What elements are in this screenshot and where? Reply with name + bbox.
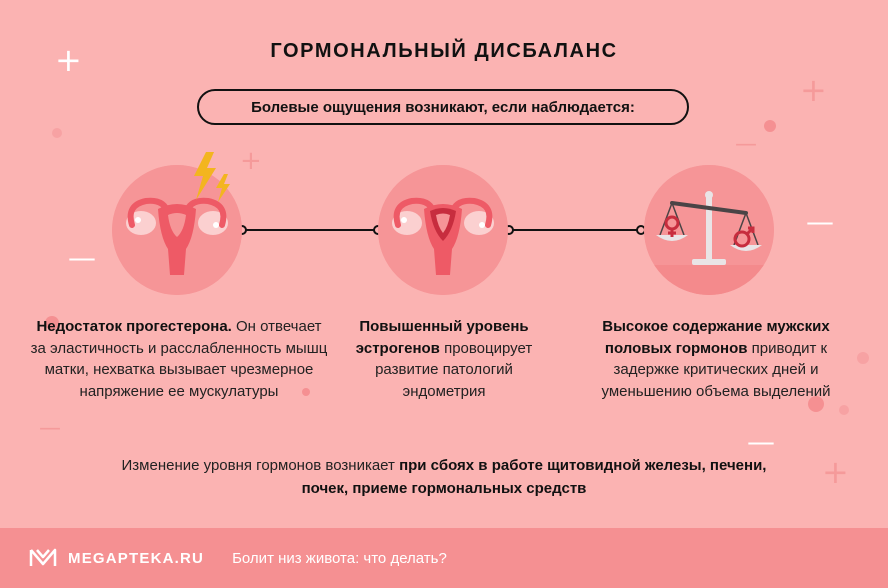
subtitle-text: Болевые ощущения возникают, если наблюда… [251, 98, 635, 116]
cause-bold: Высокое содержание мужских половых гормо… [602, 318, 830, 357]
dot-decoration [857, 352, 869, 364]
summary-bold: при сбоях в работе щитовидной железы, пе… [301, 457, 767, 497]
dot-decoration [808, 396, 824, 412]
cause-description-progesterone: Недостаток прогестерона. Он отвечает за … [30, 316, 328, 402]
cause-description-estrogen: Повышенный уровень эстрогенов провоцируе… [338, 316, 550, 402]
connector-line [512, 229, 638, 231]
plus-decoration: + [800, 71, 827, 109]
page-title: ГОРМОНАЛЬНЫЙ ДИСБАЛАНС [270, 40, 618, 62]
plus-decoration: + [55, 41, 82, 79]
plus-decoration: + [822, 453, 849, 491]
cause-text: приводит к задержке критических дней и у… [601, 339, 831, 400]
uterus-thick-lining-icon [378, 165, 508, 295]
plus-decoration: + [240, 146, 262, 176]
summary-text: Изменение уровня гормонов возникает при … [100, 454, 788, 500]
dot-decoration [45, 316, 59, 330]
cause-bold: Повышенный уровень эстрогенов [355, 318, 529, 357]
cause-description-androgens: Высокое содержание мужских половых гормо… [586, 316, 846, 402]
summary-plain: Изменение уровня гормонов возникает [121, 457, 400, 474]
cause-text: Он отвечает за эластичность и расслаблен… [30, 318, 328, 400]
minus-decoration: — [806, 205, 834, 238]
dot-decoration [302, 388, 310, 396]
footer-bar: MEGAPTEKA.RU Болит низ живота: что делат… [0, 528, 888, 588]
minus-decoration: — [39, 416, 61, 441]
hormone-scales-icon [644, 165, 774, 295]
subtitle-pill: Болевые ощущения возникают, если наблюда… [197, 89, 689, 125]
minus-decoration: — [747, 425, 775, 458]
dot-decoration [839, 405, 849, 415]
cause-text: провоцирует развитие патологий эндометри… [375, 339, 533, 400]
cause-bold: Недостаток прогестерона. [36, 318, 232, 335]
connector-line [246, 229, 374, 231]
lightning-icon [194, 152, 230, 202]
minus-decoration: — [68, 241, 96, 274]
brand-name[interactable]: MEGAPTEKA.RU [68, 549, 205, 567]
megapteka-logo-icon[interactable] [28, 547, 58, 569]
article-link[interactable]: Болит низ живота: что делать? [232, 549, 447, 567]
minus-decoration: — [735, 132, 757, 157]
dot-decoration [52, 128, 62, 138]
dot-decoration [764, 120, 776, 132]
